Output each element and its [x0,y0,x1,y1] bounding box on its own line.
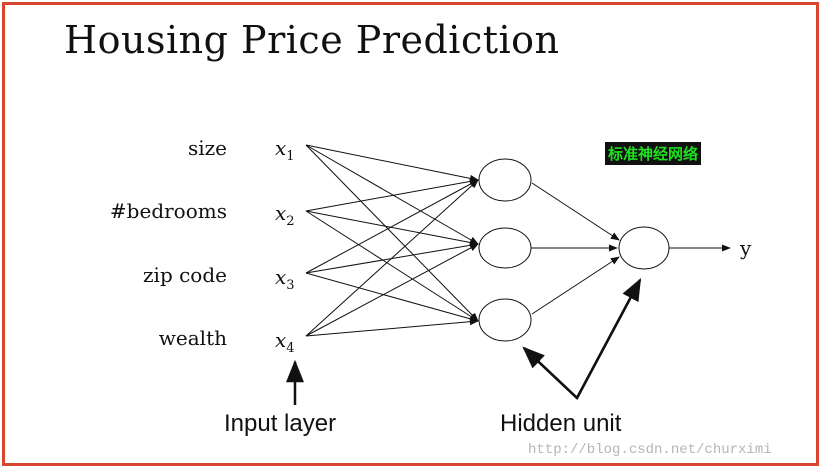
edge-x2-h2 [305,210,479,247]
input-symbol-x3: x3 [275,265,295,293]
annotation-arrows [286,278,642,405]
input-symbol-x2: x2 [275,201,295,229]
output-unit [618,226,670,270]
edge-h1-out [531,182,620,241]
overlay-cn-label: 标准神经网络 [605,142,702,165]
slide-title: Housing Price Prediction [64,18,560,62]
hidden-unit-arrow-head-right [575,278,642,399]
hidden-unit-3 [478,298,532,342]
edge-x1-h2 [305,144,479,245]
input-symbol-x4: x4 [275,328,295,356]
hidden-unit-2 [478,227,532,269]
feature-label-bedrooms: #bedrooms [109,199,227,223]
feature-label-wealth: wealth [158,326,227,350]
input-layer-label: Input layer [224,410,337,437]
edge-x3-h3 [305,272,479,323]
input-symbol-x1: x1 [275,136,295,164]
hidden-unit-arrow [523,279,642,401]
hidden-unit-1 [478,158,532,202]
hidden-unit-label: Hidden unit [500,410,622,437]
feature-label-size: size [187,136,227,160]
edge-h3-out [531,256,620,315]
edge-x1-h3 [305,144,479,322]
input-hidden-connections [305,144,479,337]
output-label-y: y [740,236,752,260]
edge-x4-h1 [305,179,479,337]
edge-x3-h1 [305,179,479,274]
feature-label-zip-code: zip code [143,263,227,287]
hidden-unit-arrow-head-left [522,346,578,399]
edge-x4-h2 [305,243,479,337]
edge-x4-h3 [305,318,479,337]
slide-frame [2,2,819,466]
edge-x2-h3 [305,210,479,322]
hidden-output-connections [531,182,731,315]
edge-x2-h1 [305,177,479,212]
edge-x1-h1 [305,144,479,182]
watermark-url: http://blog.csdn.net/churximi [528,442,772,458]
